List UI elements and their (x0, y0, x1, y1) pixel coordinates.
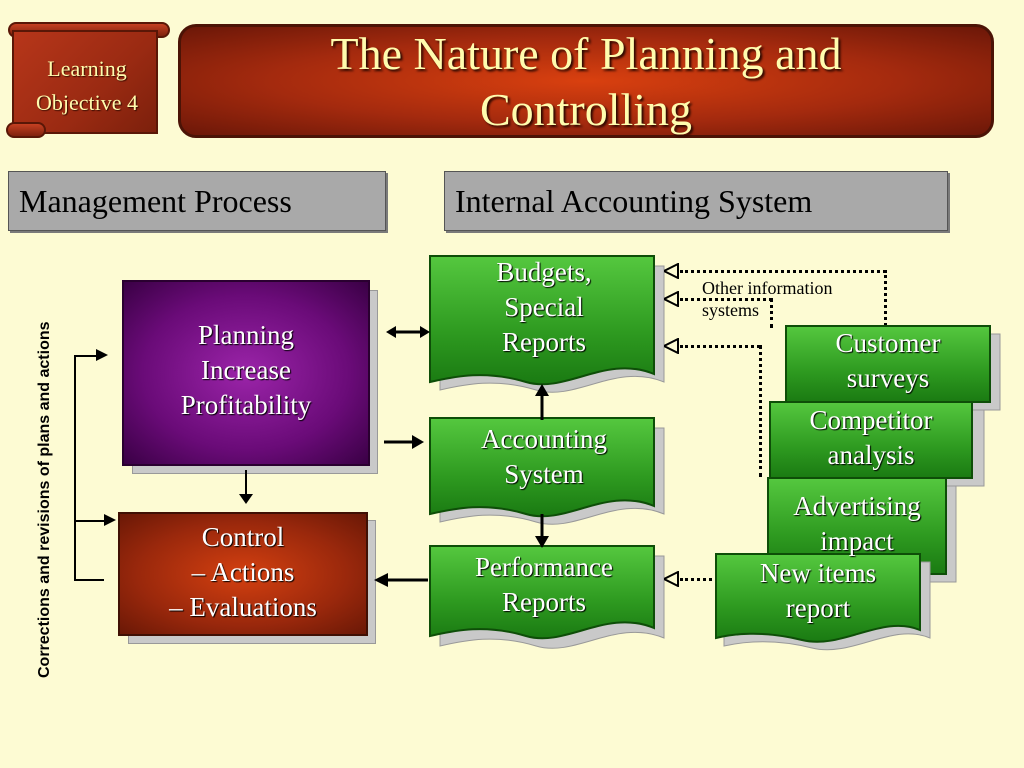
dotted-low-v (759, 345, 762, 477)
dotted-newitems-h (680, 578, 718, 581)
bracket-arrow-top-head (96, 349, 108, 361)
competitor-analysis-doc (769, 401, 973, 479)
accounting-documents (429, 255, 665, 649)
bracket-bottom (74, 579, 104, 581)
section-management-process: Management Process (8, 171, 386, 231)
accounting-system-text: Accounting System (481, 424, 607, 489)
arrow-planning-accounting (384, 435, 424, 449)
planning-box (122, 280, 370, 466)
budgets-text: Budgets, Special Reports (496, 257, 592, 357)
arrow-planning-to-control (245, 470, 247, 498)
scroll-bottom-roll (6, 122, 46, 138)
arrow-planning-budgets (386, 326, 430, 338)
arrow-accounting-to-budgets (535, 384, 549, 420)
budgets-document (429, 255, 655, 386)
planning-box-text: Planning Increase Profitability (180, 320, 312, 420)
control-box-text: Control – Actions – Evaluations (169, 522, 317, 622)
arrow-planning-to-control-head (239, 494, 253, 504)
learning-objective-label: Learning Objective 4 (35, 56, 139, 115)
accounting-system-document (429, 417, 655, 518)
title-banner (178, 24, 994, 138)
section-internal-accounting: Internal Accounting System (444, 171, 948, 231)
side-label-corrections: Corrections and revisions of plans and a… (36, 321, 53, 678)
dotted-top-arrowhead (664, 263, 679, 279)
competitor-analysis-text: Competitor analysis (809, 405, 933, 470)
performance-document (429, 545, 655, 640)
bracket-arrow-middle-head (104, 514, 116, 526)
learning-objective-scroll (12, 30, 158, 134)
bracket-vertical (74, 355, 76, 580)
arrow-performance-to-control (374, 573, 428, 587)
dotted-mid-arrowhead (664, 291, 679, 307)
dotted-newitems-arrowhead (664, 571, 679, 587)
bracket-top (74, 355, 104, 357)
advertising-impact-text: Advertising impact (793, 491, 921, 556)
other-info-label: Other information systems (702, 278, 833, 320)
new-items-report-text: New items report (759, 558, 877, 623)
bracket-middle (74, 520, 112, 522)
customer-surveys-text: Customer surveys (835, 328, 941, 393)
control-box (118, 512, 368, 636)
arrow-accounting-to-performance (535, 514, 549, 548)
page-title: The Nature of Planning and Controlling (330, 28, 842, 135)
new-items-report-doc (715, 553, 921, 643)
dotted-mid-h (680, 298, 772, 301)
dotted-top-h (680, 270, 886, 273)
dotted-top-v (884, 270, 887, 326)
performance-reports-text: Performance Reports (475, 552, 613, 617)
dotted-mid-v (770, 298, 773, 328)
dotted-low-arrowhead (664, 338, 679, 354)
external-documents (715, 325, 1001, 651)
dotted-low-h (680, 345, 760, 348)
